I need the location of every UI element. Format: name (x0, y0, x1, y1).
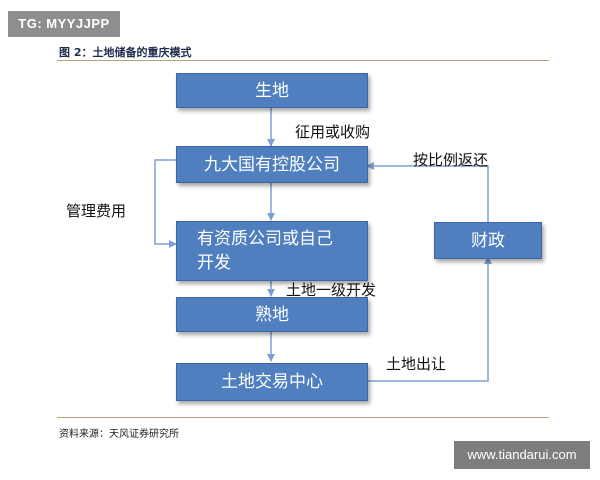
source-note: 资料来源：天风证券研究所 (59, 429, 179, 440)
label-return-by-ratio: 按比例返还 (413, 151, 489, 169)
arrow-land-transfer (366, 256, 492, 382)
label-management-fee: 管理费用 (66, 202, 127, 220)
watermark-bottom: www.tiandarui.com (454, 441, 590, 469)
label-expropriate: 征用或收购 (295, 123, 371, 141)
top-rule (57, 60, 549, 61)
box-finance: 财政 (434, 222, 542, 259)
bottom-rule (57, 417, 549, 418)
box-raw-land: 生地 (176, 73, 368, 108)
box-capital-companies-label: 有资质公司或自己开发 (197, 229, 333, 273)
figure-title: 图 2：土地储备的重庆模式 (59, 46, 192, 59)
watermark-top: TG: MYYJJPP (8, 11, 120, 37)
box-land-exchange: 土地交易中心 (176, 363, 368, 401)
box-nine-companies: 九大国有控股公司 (176, 146, 368, 183)
box-mature-land: 熟地 (176, 297, 368, 332)
label-primary-development: 土地一级开发 (286, 281, 377, 299)
arrow-return-by-ratio (366, 162, 489, 222)
label-land-transfer: 土地出让 (386, 355, 447, 373)
box-capital-companies: 有资质公司或自己开发 (176, 221, 368, 281)
arrow-management-fee (154, 159, 177, 248)
